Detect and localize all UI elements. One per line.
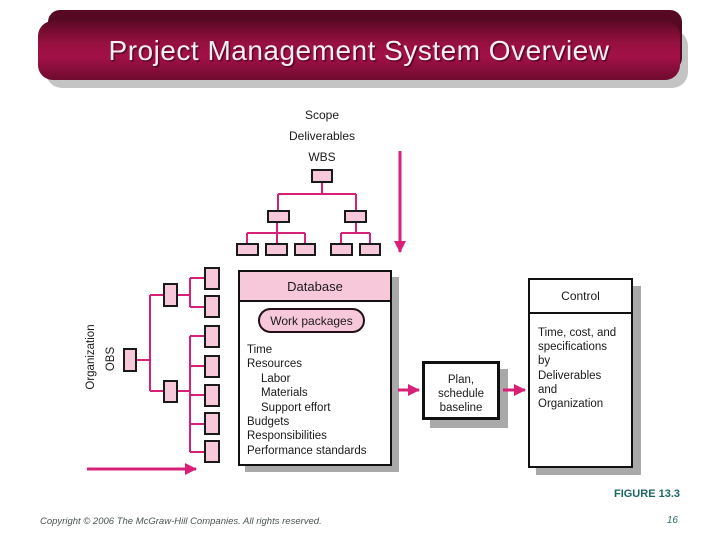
- wbs-label-scope: Scope: [304, 108, 340, 122]
- wbs-node-l3-4: [330, 243, 353, 256]
- wbs-node-l3-3: [294, 243, 316, 256]
- control-body-line: Deliverables: [538, 369, 602, 382]
- obs-node-leaf-3: [204, 325, 220, 348]
- database-header: Database: [240, 272, 390, 302]
- database-item: Resources: [247, 358, 302, 371]
- database-item: Performance standards: [247, 444, 367, 457]
- work-packages-pill: Work packages: [258, 308, 365, 333]
- control-box: Control Time, cost, and specifications b…: [528, 278, 633, 468]
- wbs-tree-connectors: [246, 181, 371, 244]
- wbs-label-wbs: WBS: [308, 150, 336, 164]
- obs-node-leaf-1: [204, 267, 220, 290]
- obs-node-root: [123, 348, 137, 372]
- database-item: Time: [247, 344, 273, 356]
- control-header: Control: [530, 280, 631, 314]
- wbs-node-l3-2: [265, 243, 288, 256]
- wbs-label-deliverables: Deliverables: [288, 129, 356, 143]
- plan-schedule-baseline-box: Plan, schedule baseline: [422, 361, 500, 420]
- obs-node-leaf-4: [204, 355, 220, 378]
- copyright-text: Copyright © 2006 The McGraw-Hill Compani…: [40, 516, 322, 527]
- obs-node-leaf-2: [204, 295, 220, 318]
- control-body-line: Time, cost, and: [538, 327, 617, 339]
- obs-node-leaf-6: [204, 412, 220, 435]
- obs-node-leaf-7: [204, 440, 220, 463]
- obs-node-leaf-5: [204, 384, 220, 407]
- wbs-node-l2-left: [267, 210, 290, 223]
- slide-title: Project Management System Overview: [108, 34, 610, 66]
- control-body-line: specifications: [538, 341, 608, 354]
- obs-node-mid-top: [163, 283, 178, 307]
- obs-tree-connectors: [136, 277, 205, 453]
- database-item: Responsibilities: [247, 430, 327, 443]
- wbs-axis-labels: Scope Deliverables WBS: [242, 105, 402, 168]
- database-item: Materials: [261, 387, 308, 400]
- wbs-node-l3-1: [236, 243, 259, 256]
- wbs-node-l2-right: [344, 210, 367, 223]
- database-item: Support effort: [261, 401, 331, 414]
- wbs-node-root: [311, 169, 333, 183]
- control-body-line: by: [538, 355, 551, 368]
- database-item-list: Time Resources Labor Materials Support e…: [247, 343, 387, 458]
- plan-box-line: Plan,: [447, 374, 475, 386]
- obs-node-mid-bottom: [163, 380, 178, 403]
- title-bar: Project Management System Overview: [38, 21, 680, 80]
- database-item: Budgets: [247, 416, 290, 429]
- control-body-line: and: [538, 383, 558, 396]
- page-number: 16: [666, 515, 678, 526]
- database-item: Labor: [261, 372, 291, 385]
- obs-label-organization: Organization: [85, 324, 97, 390]
- plan-box-line: baseline: [439, 402, 483, 414]
- database-box: Database Work packages Time Resources La…: [238, 270, 392, 466]
- control-body: Time, cost, and specifications by Delive…: [538, 326, 630, 411]
- obs-label-obs: OBS: [105, 346, 117, 372]
- figure-label: FIGURE 13.3: [613, 488, 680, 500]
- control-body-line: Organization: [538, 398, 604, 411]
- wbs-node-l3-5: [359, 243, 381, 256]
- plan-box-line: schedule: [437, 388, 485, 400]
